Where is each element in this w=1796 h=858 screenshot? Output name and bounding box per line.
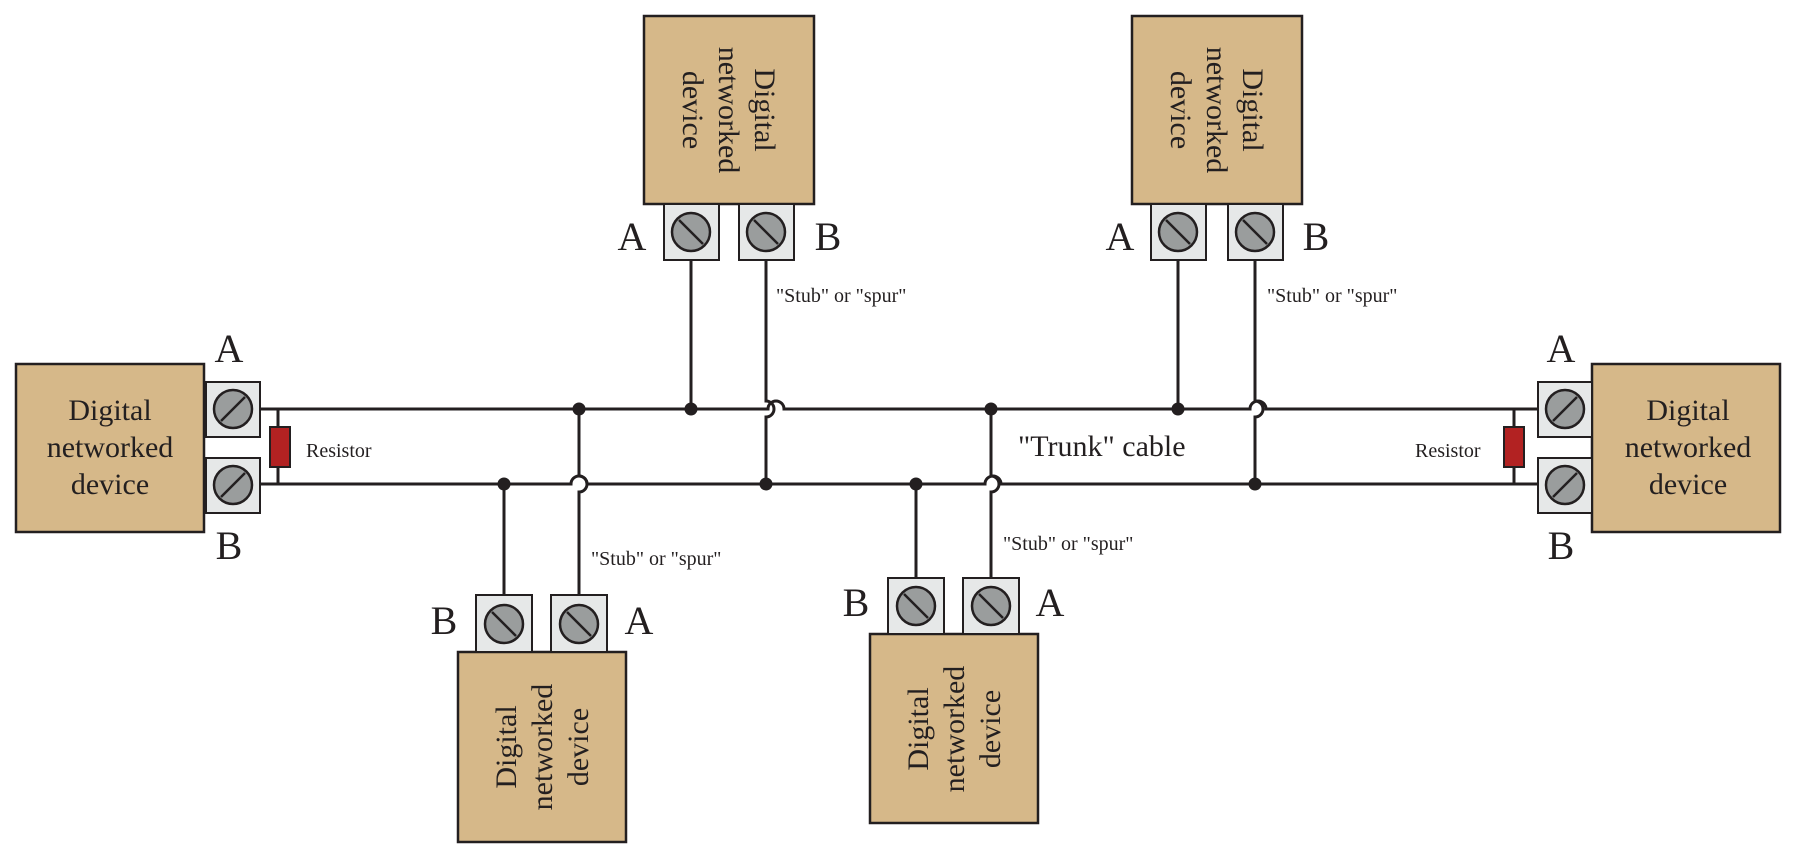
terminal-top-right-b [1227,203,1284,261]
device-label-line3: device [71,468,149,501]
terminal-bottom-right-b [887,577,945,635]
device-right: Digital networked device [1590,362,1782,534]
device-label-line2: networked [526,684,559,811]
device-box [642,14,816,206]
terminal-label-b: B [431,598,458,643]
terminal-bottom-right-a [962,577,1020,635]
terminal-top-left-b [738,203,795,261]
terminal-label-b: B [1303,214,1330,259]
junction-dot [1248,477,1262,491]
junction-dot [684,402,698,416]
terminal-top-left-a [663,203,720,261]
left-resistor-label: Resistor [306,440,372,462]
terminal-top-right-a [1150,203,1207,261]
device-bottom-right: Digital networked device [868,632,1040,825]
device-label-line2: networked [938,666,971,793]
junction-dot [909,477,923,491]
terminal-label-a: A [1036,580,1065,625]
terminal-label-a: A [618,214,647,259]
right-resistor-label: Resistor [1415,440,1481,462]
spur-bottom-left-a [577,409,589,595]
device-label-line2: networked [1625,431,1752,464]
spur-label-top-right: "Stub" or "spur" [1267,285,1397,307]
device-label-line1: Digital [902,687,935,770]
terminal-bottom-left-a [550,594,608,653]
device-box [456,650,628,844]
device-label-line1: Digital [1646,394,1729,427]
spur-label-top-left: "Stub" or "spur" [776,285,906,307]
terminal-label-a: A [1106,214,1135,259]
spur-bottom-right-a [989,409,1001,578]
terminal-left-a [205,381,261,438]
device-label-line3: device [1649,468,1727,501]
left-resistor-wire [258,407,280,486]
spur-label-bottom-left: "Stub" or "spur" [591,548,721,570]
junction-dot [759,477,773,491]
device-label-line3: device [1164,71,1197,149]
terminal-label-a: A [1547,326,1576,371]
terminal-bottom-left-b [475,594,533,653]
device-label-line1: Digital [490,705,523,788]
device-label-line3: device [562,708,595,786]
device-box [1590,362,1782,534]
spur-top-right-b [1253,260,1265,484]
trunk-line-b [260,474,1540,486]
terminal-label-a: A [215,326,244,371]
junction-dot [1171,402,1185,416]
device-top-left: Digital networked device [642,14,816,206]
terminal-label-b: B [216,523,243,568]
device-box [868,632,1040,825]
right-resistor-wire [1512,407,1540,486]
device-left: Digital networked device [14,362,206,534]
device-bottom-left: Digital networked device [456,650,628,844]
device-label-line3: device [676,71,709,149]
terminal-right-a [1537,381,1593,438]
terminal-label-b: B [843,580,870,625]
left-resistor [269,426,291,468]
terminal-label-b: B [815,214,842,259]
terminal-right-b [1537,457,1593,514]
device-label-line2: networked [712,47,745,174]
spur-label-bottom-right: "Stub" or "spur" [1003,533,1133,555]
device-label-line2: networked [47,431,174,464]
terminal-left-b [205,457,261,514]
terminal-label-b: B [1548,523,1575,568]
device-box [14,362,206,534]
spur-top-left-b [764,260,776,484]
terminal-label-a: A [625,598,654,643]
trunk-line-a [260,399,1540,411]
device-label-line3: device [974,690,1007,768]
device-label-line1: Digital [748,68,781,151]
device-label-line2: networked [1200,47,1233,174]
device-label-line1: Digital [1236,68,1269,151]
device-top-right: Digital networked device [1130,14,1304,206]
device-box [1130,14,1304,206]
trunk-cable-label: "Trunk" cable [1018,430,1186,463]
junction-dot [572,402,586,416]
junction-dot [984,402,998,416]
device-label-line1: Digital [68,394,151,427]
junction-dot [497,477,511,491]
right-resistor [1503,426,1525,468]
